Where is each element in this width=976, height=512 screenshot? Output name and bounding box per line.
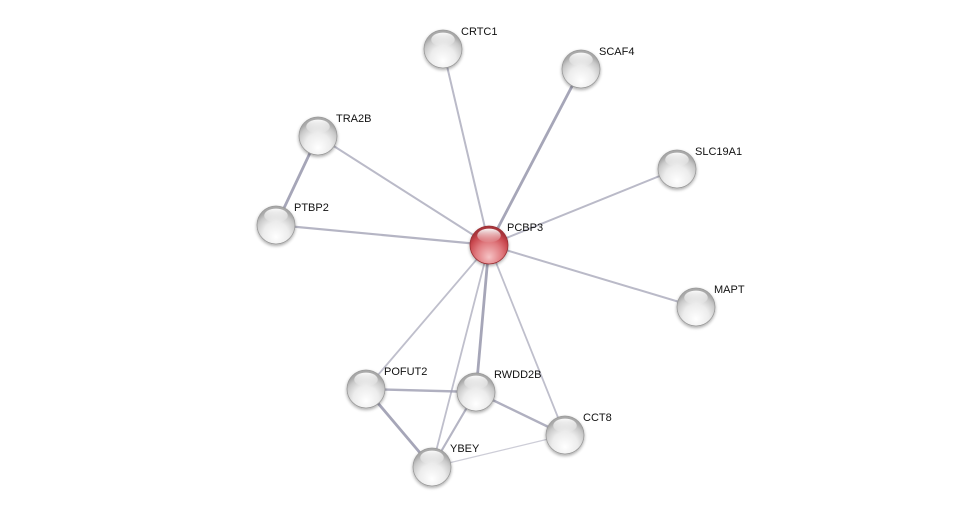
edge-pcbp3-slc19a1[interactable] [488,168,678,246]
edge-cct8-ybey[interactable] [431,434,566,468]
edge-pcbp3-rwdd2b[interactable] [474,243,491,394]
node-mapt[interactable]: MAPT [676,284,745,327]
node-highlight [420,450,444,465]
node-label-slc19a1: SLC19A1 [695,146,742,158]
node-rwdd2b[interactable]: RWDD2B [456,369,541,412]
node-label-pcbp3: PCBP3 [507,222,543,234]
node-cct8[interactable]: CCT8 [545,412,612,455]
edge-pcbp3-scaf4[interactable] [487,67,583,247]
node-highlight [684,290,708,305]
edge-pcbp3-ptbp2[interactable] [274,223,491,247]
edge-pcbp3-cct8[interactable] [488,244,566,436]
node-scaf4[interactable]: SCAF4 [561,46,634,89]
node-ptbp2[interactable]: PTBP2 [256,202,329,245]
node-highlight [264,208,288,223]
node-highlight [665,152,689,167]
node-label-ybey: YBEY [450,443,480,455]
node-label-scaf4: SCAF4 [599,46,634,58]
node-label-pofut2: POFUT2 [384,366,427,378]
node-highlight [553,418,577,433]
node-highlight [477,228,501,243]
edge-pcbp3-mapt[interactable] [488,244,697,308]
node-highlight [569,52,593,67]
node-pcbp3[interactable]: PCBP3 [469,222,543,265]
node-label-tra2b: TRA2B [336,113,371,125]
node-pofut2[interactable]: POFUT2 [346,366,427,409]
node-highlight [306,119,330,134]
node-highlight [431,32,455,47]
node-label-cct8: CCT8 [583,412,612,424]
node-label-ptbp2: PTBP2 [294,202,329,214]
node-tra2b[interactable]: TRA2B [298,113,371,156]
node-label-mapt: MAPT [714,284,745,296]
edge-pcbp3-ybey[interactable] [431,244,490,468]
node-slc19a1[interactable]: SLC19A1 [657,146,742,189]
node-highlight [354,372,378,387]
node-crtc1[interactable]: CRTC1 [423,26,497,69]
edge-pcbp3-tra2b[interactable] [317,135,490,246]
node-ybey[interactable]: YBEY [412,443,480,487]
node-label-rwdd2b: RWDD2B [494,369,541,381]
node-label-crtc1: CRTC1 [461,26,497,38]
edge-pcbp3-pofut2[interactable] [365,244,490,390]
node-highlight [464,375,488,390]
edge-pcbp3-crtc1[interactable] [442,48,490,246]
